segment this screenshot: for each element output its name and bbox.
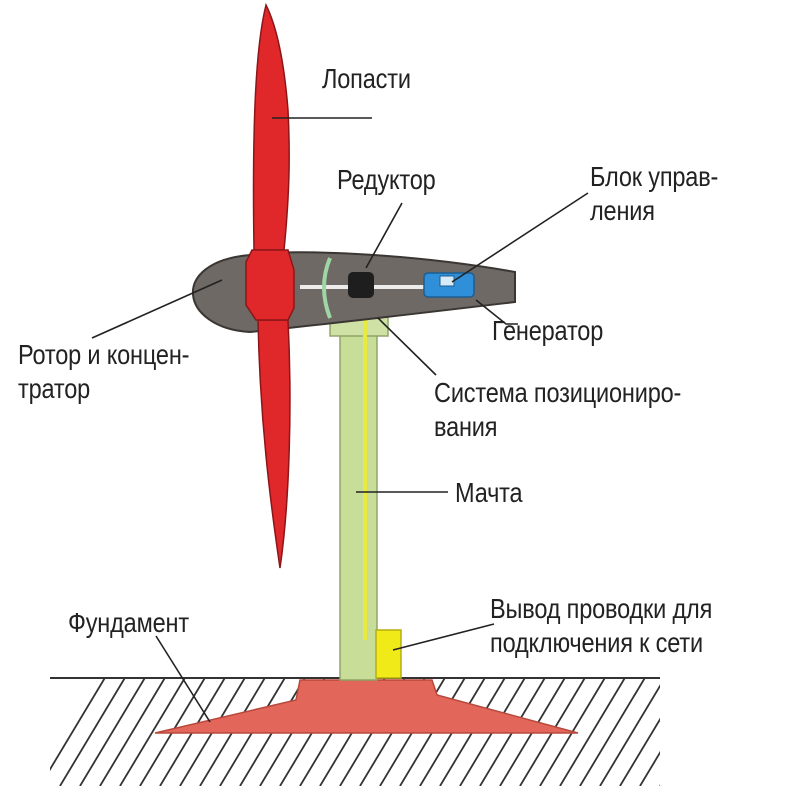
hatch-line: [760, 678, 786, 786]
leader-generator: [475, 299, 518, 325]
hatch-line: [639, 750, 660, 786]
hatch-line: [559, 678, 626, 786]
blade-bottom: [257, 319, 291, 569]
hatch-line: [579, 678, 646, 786]
hatch-line: [79, 678, 146, 786]
label-rotor-line2: тратор: [18, 373, 91, 404]
leader-wiring: [392, 623, 495, 651]
hatch-line: [680, 678, 745, 786]
hatch-line: [659, 784, 660, 786]
hatch-line: [99, 678, 166, 786]
label-foundation: Фундамент: [68, 607, 189, 638]
label-generator: Генератор: [492, 315, 604, 346]
label-rotor-line1: Ротор и концен-: [18, 339, 190, 370]
label-wiring-line1: Вывод проводки для: [490, 593, 713, 624]
leader-positioning: [377, 317, 437, 376]
label-gearbox: Редуктор: [337, 164, 436, 195]
mast: [339, 329, 378, 681]
hatch-line: [119, 678, 186, 786]
label-control-unit: Блок управ- ления: [590, 160, 718, 228]
rotor-hub: [245, 249, 295, 321]
grid-outlet: [375, 629, 402, 679]
label-positioning: Система позициониро- вания: [434, 376, 681, 444]
leader-rotor: [91, 279, 223, 339]
label-wiring: Вывод проводки для подключения к сети: [490, 592, 712, 660]
leader-control-unit: [451, 192, 589, 283]
label-positioning-line2: вания: [434, 411, 498, 442]
hatch-line: [740, 678, 786, 786]
label-blades: Лопасти: [322, 63, 411, 94]
foundation: [154, 679, 579, 734]
label-wiring-line2: подключения к сети: [490, 627, 703, 658]
leader-lines: [91, 117, 589, 723]
control-unit: [439, 275, 455, 287]
label-control-unit-line1: Блок управ-: [590, 161, 719, 192]
hatch-line: [50, 678, 106, 772]
hatch-line: [700, 678, 765, 786]
gearbox: [348, 272, 374, 298]
label-control-unit-line2: ления: [590, 195, 655, 226]
leader-foundation: [155, 635, 211, 723]
label-positioning-line1: Система позициониро-: [434, 377, 682, 408]
label-rotor: Ротор и концен- тратор: [18, 338, 189, 406]
hatch-line: [619, 717, 660, 786]
concentrator: [322, 257, 332, 319]
blade-top: [252, 2, 290, 251]
hatch-line: [720, 678, 785, 786]
hatch-line: [59, 678, 126, 786]
hatch-line: [780, 678, 786, 786]
label-mast: Мачта: [455, 477, 523, 508]
hatch-line: [599, 684, 660, 786]
leader-gearbox: [365, 202, 403, 269]
